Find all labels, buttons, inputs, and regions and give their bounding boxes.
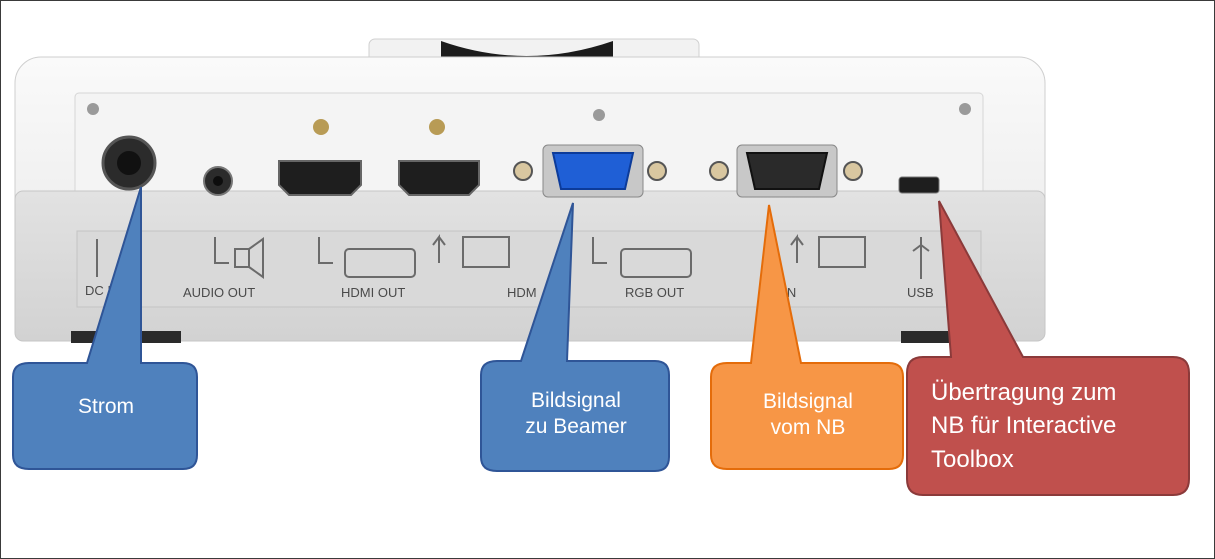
- projector-icon: [344, 248, 416, 278]
- hdmi-in-port: [398, 160, 480, 196]
- speaker-cone-icon: [248, 237, 264, 279]
- callout-usb-shape: [906, 200, 1190, 496]
- screw: [593, 109, 605, 121]
- callout-strom-shape: [12, 186, 198, 470]
- callout-usb: Übertragung zum NB für Interactive Toolb…: [913, 361, 1183, 491]
- vga-screw-nut: [843, 161, 863, 181]
- arrow-out-icon: [318, 237, 333, 264]
- usb-port: [898, 176, 940, 194]
- speaker-icon: [234, 248, 250, 268]
- audio-out-hole: [213, 176, 223, 186]
- screw: [87, 103, 99, 115]
- callout-vom-nb-shape: [710, 204, 904, 470]
- callout-strom: Strom: [17, 367, 195, 447]
- callout-beamer: Bildsignal zu Beamer: [485, 364, 667, 464]
- arrow-in-icon: [790, 234, 804, 263]
- rgb-out-port: [551, 152, 635, 190]
- callout-beamer-line: Bildsignal: [531, 388, 621, 412]
- label-hdmi-in: HDM: [507, 285, 537, 300]
- arrow-out-icon: [592, 237, 607, 264]
- laptop-icon: [462, 236, 510, 268]
- arrow-in-icon: [432, 234, 446, 263]
- label-audio-out: AUDIO OUT: [183, 285, 255, 300]
- label-usb: USB: [907, 285, 934, 300]
- label-rgb-out: RGB OUT: [625, 285, 684, 300]
- arrow-out-icon: [214, 237, 229, 264]
- rgb-in-port: [745, 152, 829, 190]
- label-hdmi-out: HDMI OUT: [341, 285, 405, 300]
- vga-screw-nut: [513, 161, 533, 181]
- callout-usb-line: Toolbox: [931, 445, 1014, 473]
- usb-symbol-icon: [912, 237, 930, 279]
- screw: [429, 119, 445, 135]
- projector-icon: [620, 248, 692, 278]
- dc-in-pin: [117, 151, 141, 175]
- vga-screw-nut: [709, 161, 729, 181]
- callout-usb-line: Übertragung zum: [931, 378, 1117, 406]
- callout-vom-nb-line: vom NB: [770, 416, 846, 439]
- vga-screw-nut: [647, 161, 667, 181]
- callout-beamer-shape: [480, 202, 670, 472]
- screw: [959, 103, 971, 115]
- label-strip: [76, 230, 982, 308]
- callout-beamer-line: zu Beamer: [525, 415, 627, 438]
- callout-usb-line: NB für Interactive: [931, 412, 1117, 440]
- screw: [313, 119, 329, 135]
- port-icons: [96, 234, 930, 279]
- callout-vom-nb-line: Bildsignal: [763, 389, 853, 413]
- laptop-icon: [818, 236, 866, 268]
- callout-vom-nb: Bildsignal vom NB: [715, 367, 901, 463]
- callout-strom-text: Strom: [77, 394, 134, 418]
- hdmi-out-port: [278, 160, 362, 196]
